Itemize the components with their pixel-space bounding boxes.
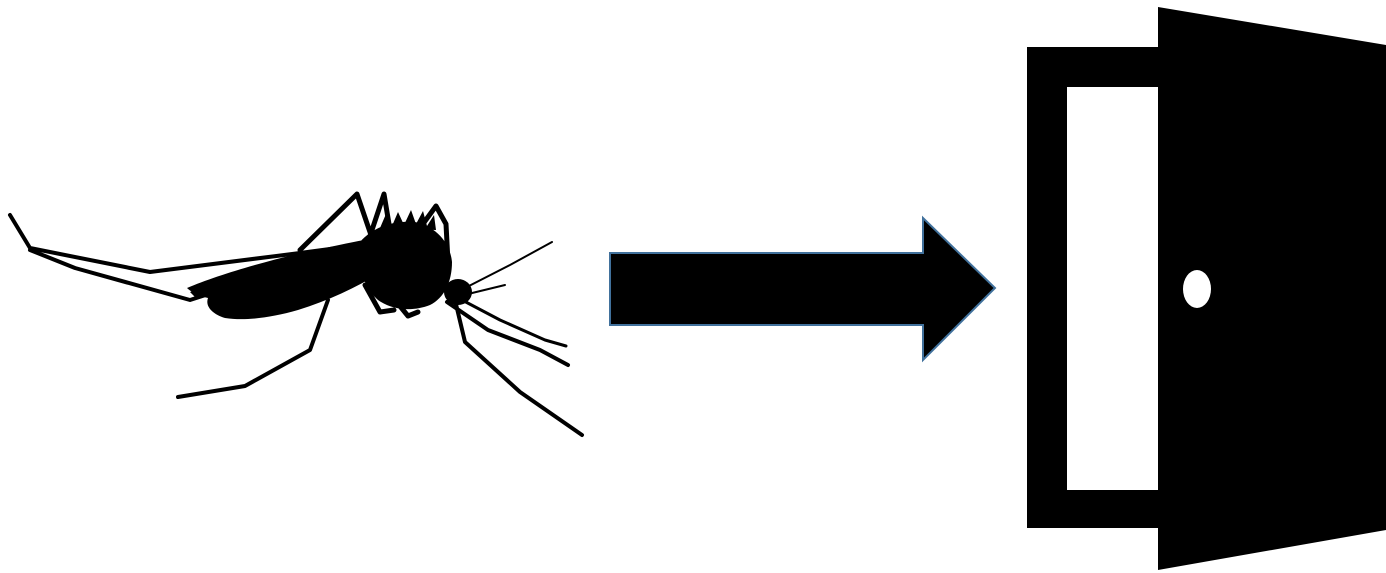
right-arrow-icon [610,218,995,360]
door-opening [1067,87,1159,490]
open-door-icon [1027,7,1386,570]
mosquito-antenna-2 [468,285,505,294]
door-knob [1183,270,1211,308]
mosquito-antenna-1 [465,242,552,288]
mosquito-icon [10,194,582,435]
mosquito-limbs [10,194,582,435]
mosquito-fore-leg-2 [447,302,568,365]
